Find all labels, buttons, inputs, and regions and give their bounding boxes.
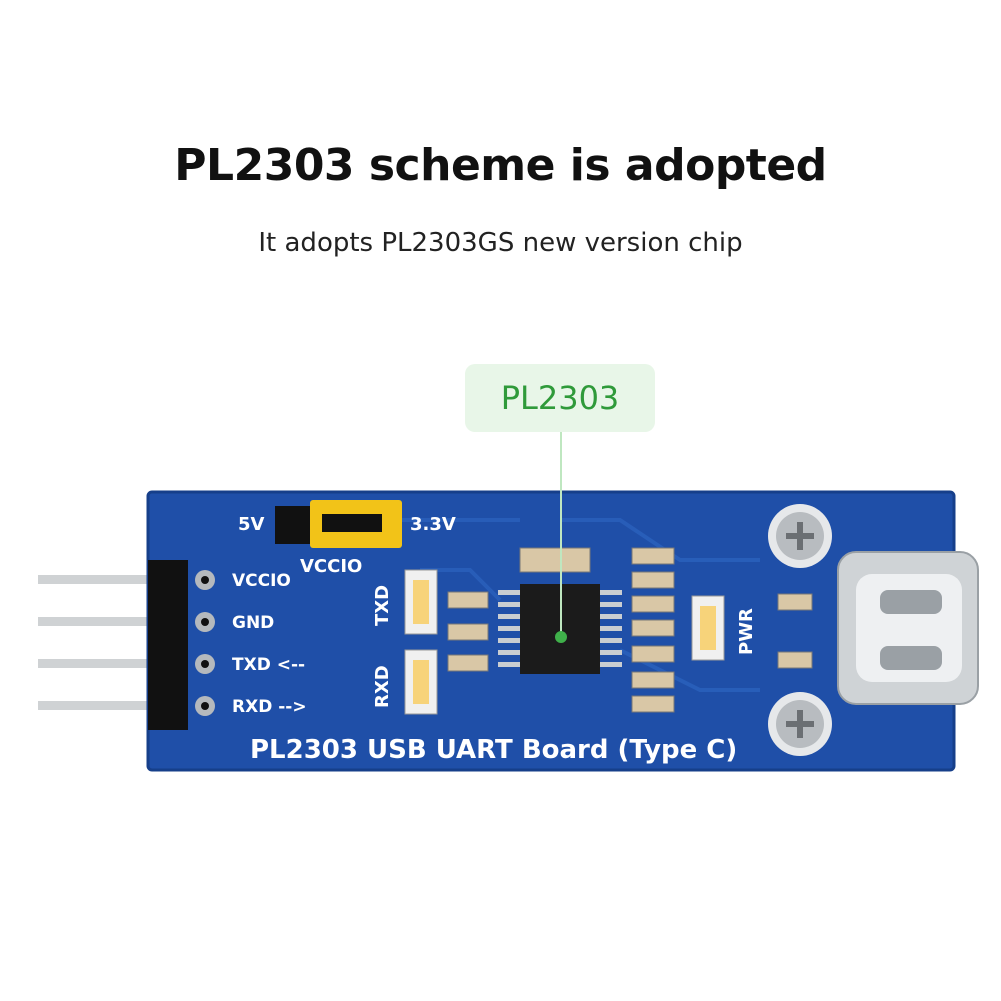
header-pins: [38, 575, 158, 710]
led-label-rxd: RXD: [372, 665, 393, 708]
pin-header: [148, 560, 188, 730]
callout-connector-line: [560, 432, 562, 636]
mounting-screw-top: [768, 504, 832, 568]
pin-label-vccio: VCCIO: [232, 571, 291, 591]
pin-label-rxd: RXD -->: [232, 697, 307, 717]
board-name: PL2303 USB UART Board (Type C): [250, 735, 737, 765]
page-subtitle: It adopts PL2303GS new version chip: [258, 228, 743, 258]
led-txd: [404, 569, 438, 635]
led-label-pwr: PWR: [736, 608, 757, 655]
led-label-txd: TXD: [372, 585, 393, 626]
page-title: PL2303 scheme is adopted: [174, 140, 827, 191]
jumper-label-3v3: 3.3V: [410, 514, 456, 535]
jumper-label-5v: 5V: [238, 514, 265, 535]
mounting-screw-bottom: [768, 692, 832, 756]
chip-callout-label: PL2303: [465, 364, 655, 432]
led-rxd: [404, 649, 438, 715]
pin-label-gnd: GND: [232, 613, 274, 633]
jumper-label-vccio: VCCIO: [300, 556, 362, 577]
callout-dot: [555, 631, 567, 643]
pin-label-txd: TXD <--: [232, 655, 305, 675]
led-pwr: [691, 595, 725, 661]
usb-c-connector: [837, 551, 979, 705]
